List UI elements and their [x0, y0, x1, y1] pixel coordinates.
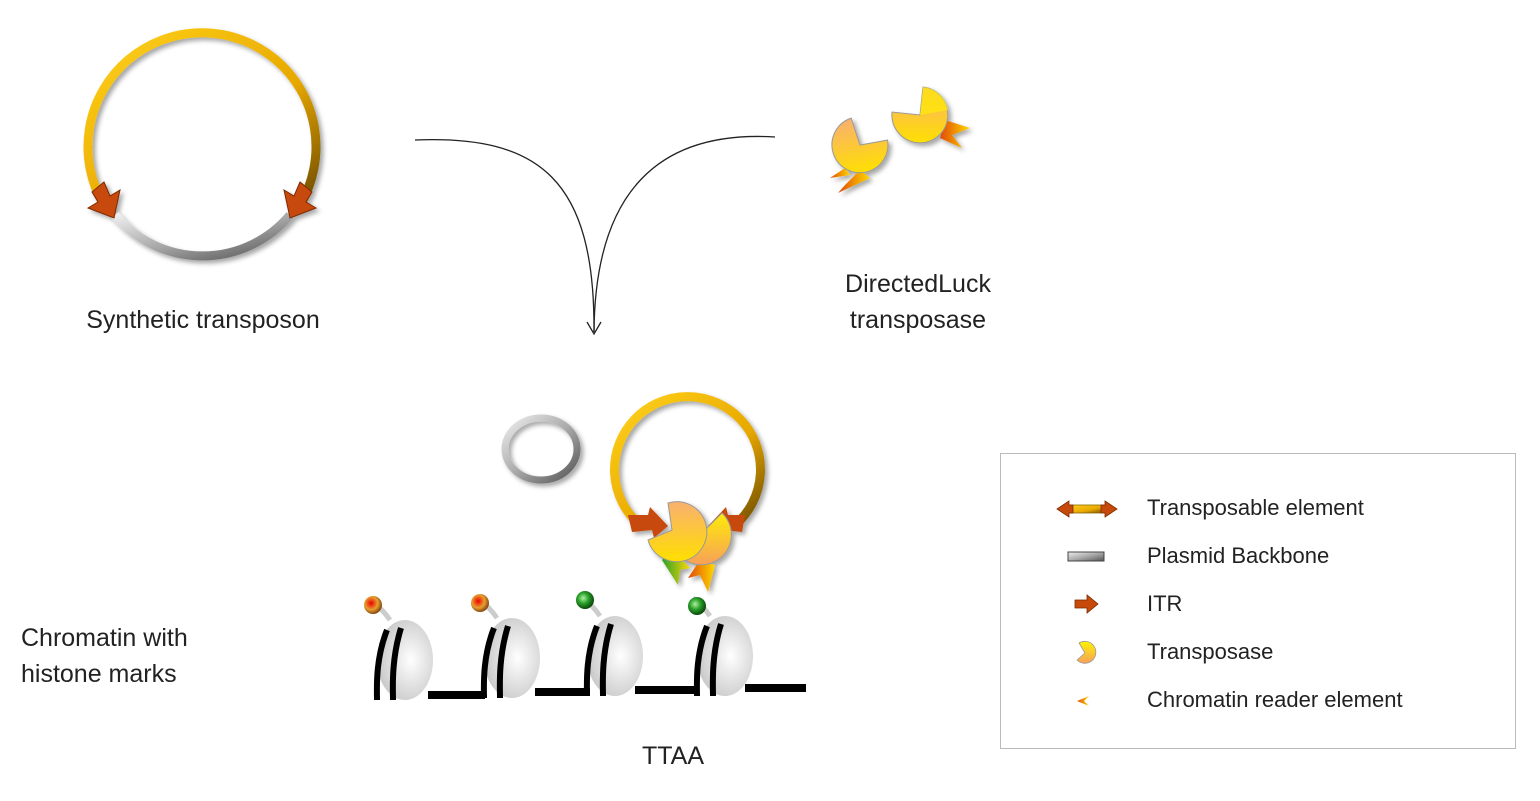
nucleosome: [576, 591, 643, 697]
chromatin-label-line1: Chromatin with: [21, 624, 188, 652]
legend-label: Chromatin reader element: [1147, 687, 1403, 712]
itr-arrow-right-icon: [283, 181, 318, 219]
transposase-pair: [830, 86, 970, 193]
transposase-label-line1: DirectedLuck: [845, 270, 991, 298]
synthetic-transposon-label: Synthetic transposon: [86, 306, 320, 334]
legend-label: Transposable element: [1147, 495, 1364, 520]
merge-arrows: [414, 135, 776, 336]
transposable-element-icon: [1056, 500, 1118, 518]
legend-label: ITR: [1147, 591, 1183, 616]
transposase-label-line2: transposase: [849, 306, 987, 334]
plasmid-backbone-arc: [111, 212, 294, 261]
legend-label: Plasmid Backbone: [1147, 543, 1330, 568]
histone-mark-active: [576, 591, 594, 609]
plasmid-backbone-icon: [1067, 551, 1105, 562]
legend: Transposable element Plasmid Backbone IT…: [1000, 453, 1516, 749]
nucleosome: [471, 594, 540, 699]
legend-item: ITR: [1001, 585, 1515, 625]
histone-mark-active: [688, 597, 706, 615]
legend-item: Plasmid Backbone: [1001, 537, 1515, 577]
transposable-element-arc: [83, 28, 321, 208]
transposon-complex: [610, 392, 765, 592]
histone-mark-repressive: [364, 596, 382, 614]
nucleosome: [364, 596, 433, 701]
legend-item: Chromatin reader element: [1001, 681, 1515, 721]
chromatin-reader-icon: [1077, 696, 1089, 706]
excised-backbone-ring: [501, 414, 581, 484]
legend-label: Transposase: [1147, 639, 1274, 664]
histone-mark-repressive: [471, 594, 489, 612]
nucleosome: [688, 596, 753, 697]
legend-item: Transposase: [1001, 633, 1515, 673]
itr-arrow-left-icon: [86, 181, 121, 219]
synthetic-transposon-plasmid: [83, 28, 321, 261]
transposase-icon: [1076, 640, 1097, 664]
itr-arrow-icon: [1074, 594, 1099, 614]
chromatin-label-line2: histone marks: [21, 660, 177, 688]
legend-item: Transposable element: [1001, 489, 1515, 529]
ttaa-site-label: TTAA: [641, 742, 705, 770]
chromatin: [364, 591, 806, 701]
